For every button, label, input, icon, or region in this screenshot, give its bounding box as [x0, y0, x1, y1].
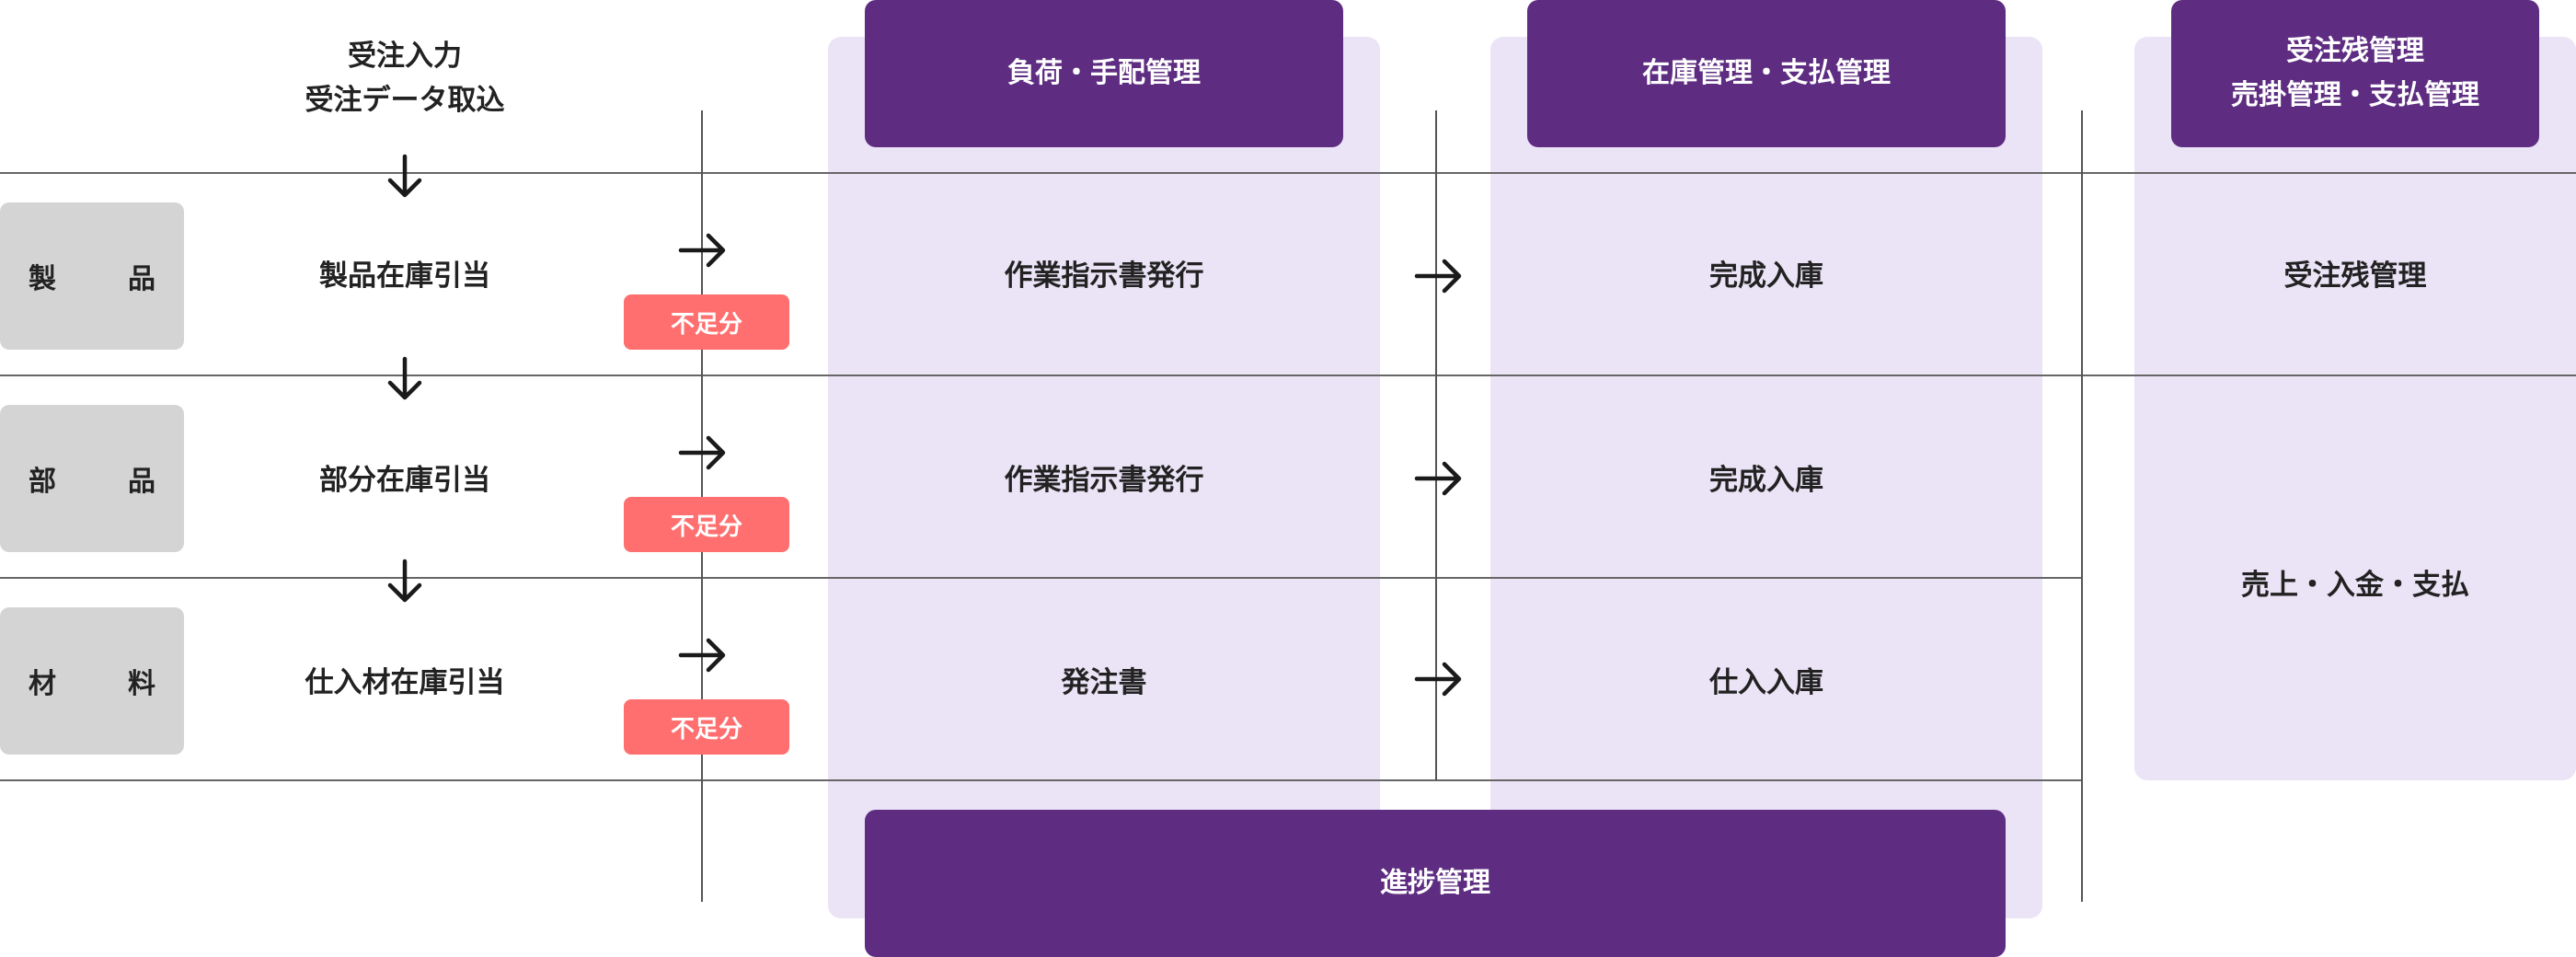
order-part: 作業指示書発行: [1004, 464, 1204, 497]
category-material: 材 料: [0, 607, 184, 755]
receipt-material: 仕入入庫: [1709, 666, 1823, 699]
progress-header: 進捗管理: [865, 810, 2006, 957]
order-material: 発注書: [1061, 666, 1147, 699]
backlog-header-line1: 受注残管理: [2286, 35, 2424, 67]
allocation-product: 製品在庫引当: [319, 259, 490, 293]
backlog-panel: [2134, 37, 2576, 780]
arrow-right-icon: [1414, 259, 1462, 294]
progress-label: 進捗管理: [1380, 867, 1490, 899]
arrow-right-icon: [678, 435, 726, 470]
allocation-part: 部分在庫引当: [319, 464, 490, 497]
inventory-payment-panel: [1490, 37, 2042, 918]
arrow-down-icon: [387, 356, 422, 400]
backlog-header: 受注残管理 売掛管理・支払管理: [2171, 0, 2539, 147]
shortage-badge-part: 不足分: [624, 497, 789, 552]
order-input-header: 受注入力 受注データ取込: [202, 28, 607, 129]
order-import-label: 受注データ取込: [305, 84, 505, 117]
arrow-right-icon: [678, 233, 726, 268]
arrow-down-icon: [387, 559, 422, 603]
inventory-payment-header: 在庫管理・支払管理: [1527, 0, 2006, 147]
receipt-part: 完成入庫: [1709, 464, 1823, 497]
row-divider-product: [0, 375, 2576, 376]
arrow-right-icon: [1414, 662, 1462, 697]
order-input-label: 受注入力: [348, 40, 462, 73]
load-arrangement-panel: [828, 37, 1380, 918]
row-divider-bottom: [0, 779, 2081, 781]
receipt-product: 完成入庫: [1709, 259, 1823, 293]
load-arrangement-label: 負荷・手配管理: [1007, 57, 1201, 89]
arrow-down-icon: [387, 154, 422, 198]
inventory-payment-label: 在庫管理・支払管理: [1642, 57, 1891, 89]
arrow-right-icon: [678, 638, 726, 673]
backlog-sales-payment: 売上・入金・支払: [2241, 569, 2469, 602]
column-divider-2: [1435, 110, 1437, 780]
category-part: 部 品: [0, 405, 184, 552]
shortage-badge-material: 不足分: [624, 699, 789, 755]
backlog-header-line2: 売掛管理・支払管理: [2231, 79, 2479, 111]
backlog-order-remaining: 受注残管理: [2283, 259, 2427, 293]
order-product: 作業指示書発行: [1004, 259, 1204, 293]
category-product: 製 品: [0, 202, 184, 350]
row-divider-top: [0, 172, 2576, 174]
arrow-right-icon: [1414, 461, 1462, 496]
load-arrangement-header: 負荷・手配管理: [865, 0, 1343, 147]
row-divider-part: [0, 577, 2081, 579]
shortage-badge-product: 不足分: [624, 294, 789, 350]
allocation-material: 仕入材在庫引当: [305, 666, 505, 699]
column-divider-3: [2081, 110, 2083, 902]
